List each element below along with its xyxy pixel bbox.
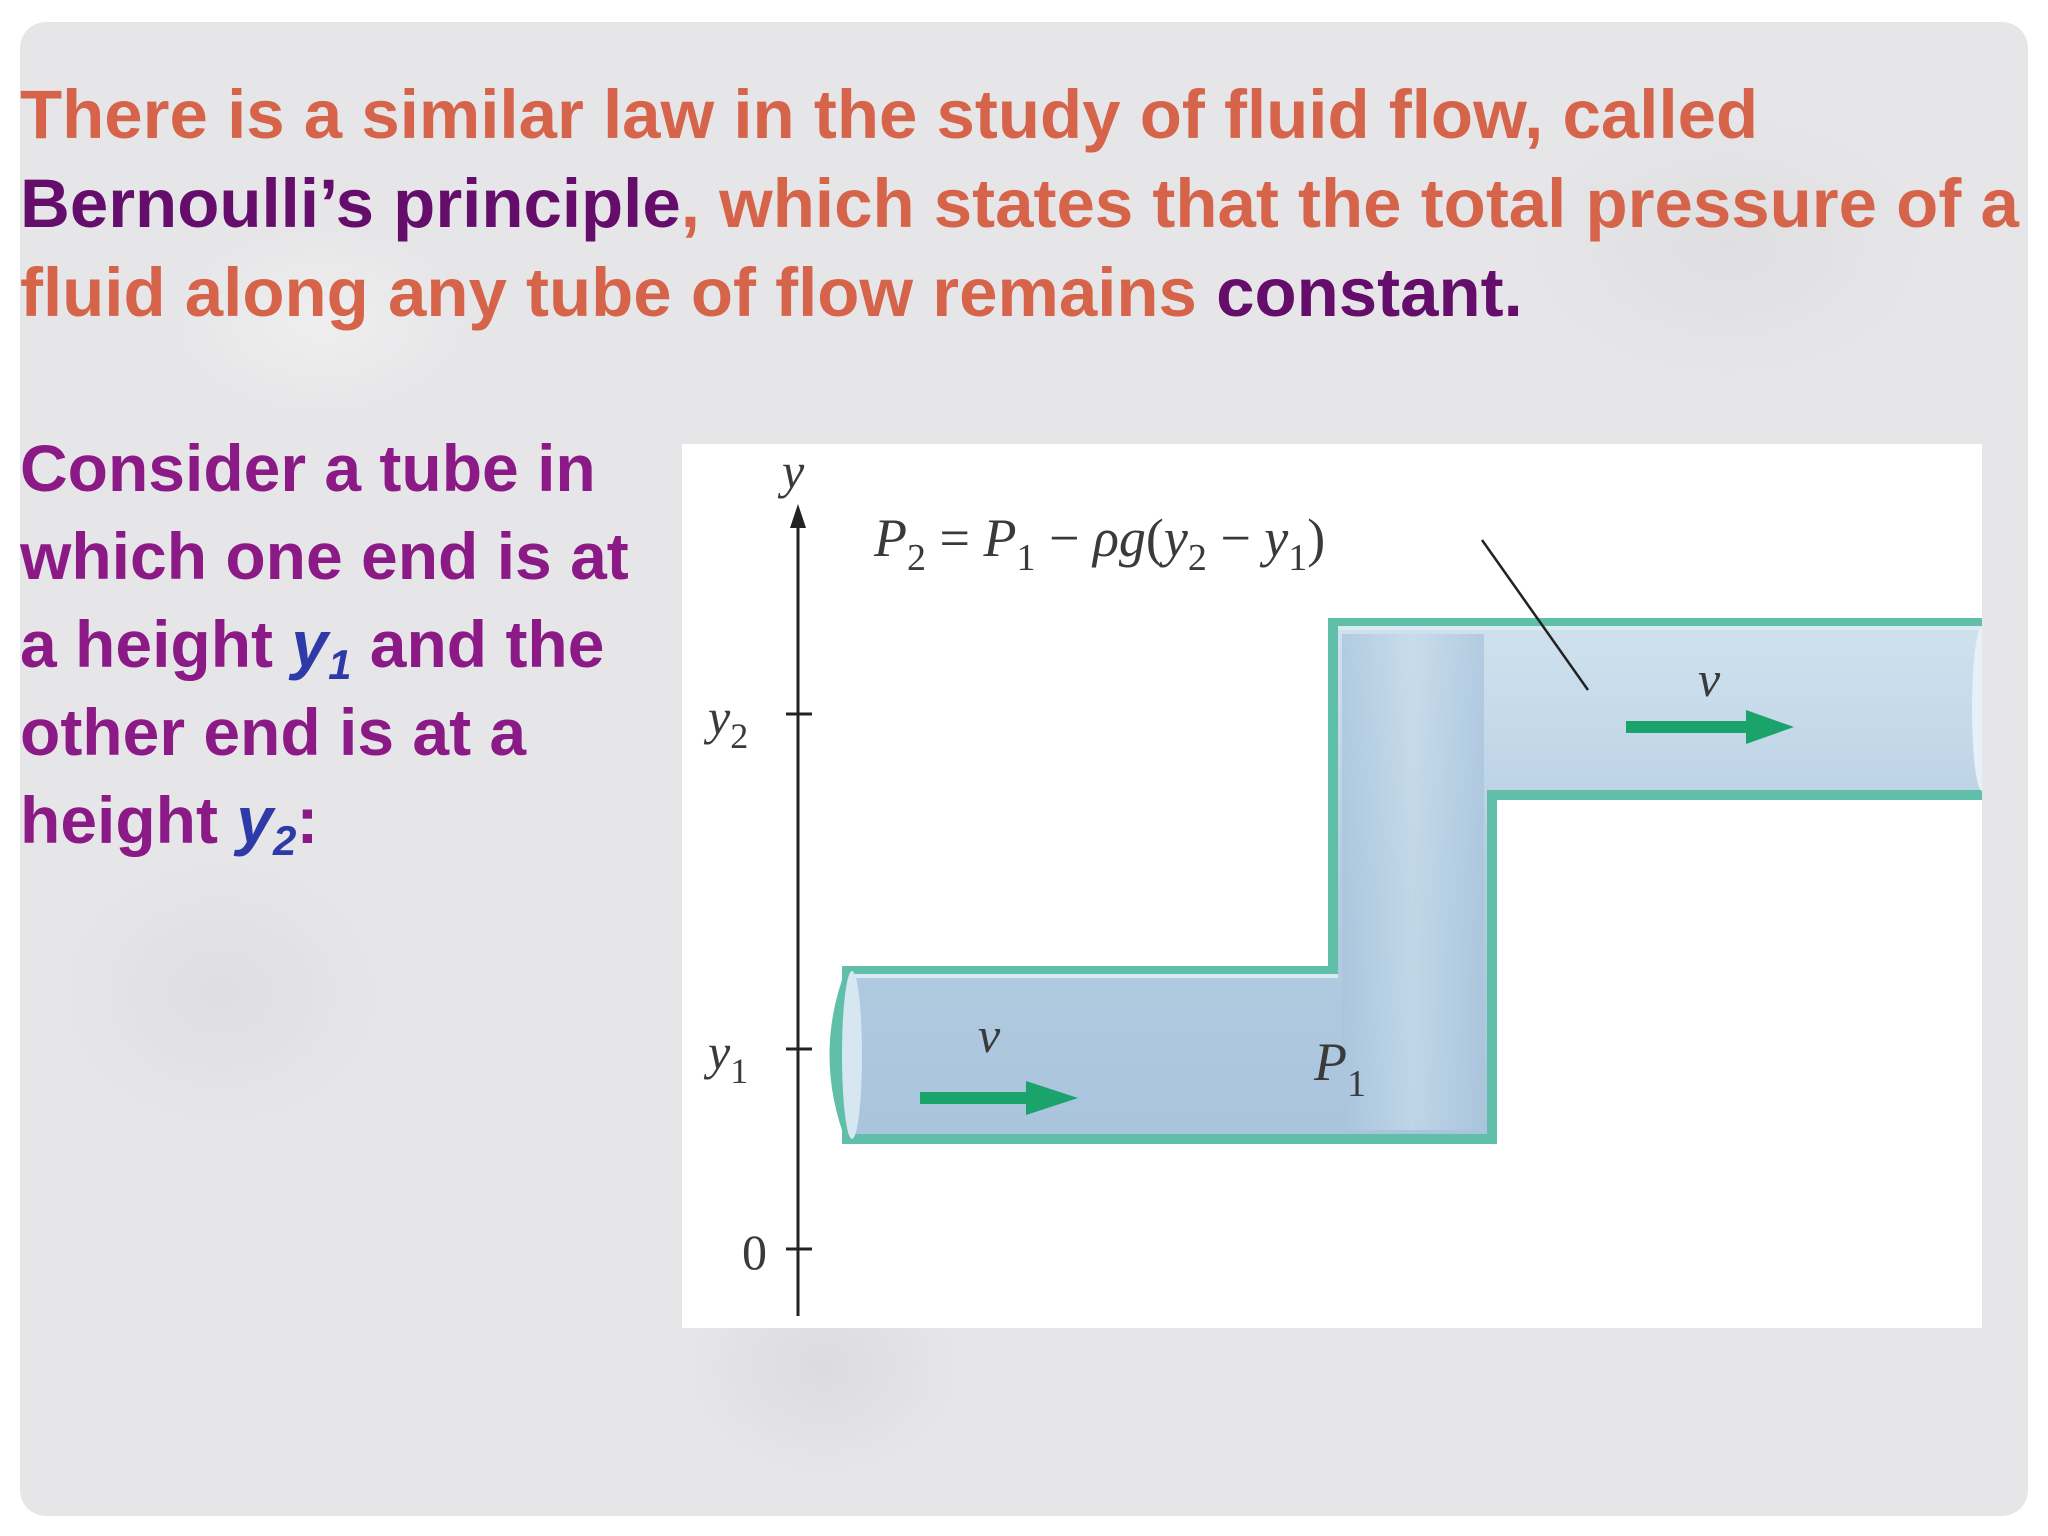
tick-label-y2: y2: [703, 689, 748, 756]
eq-y2-sub: 2: [1188, 537, 1207, 579]
eq-y1-sub: 1: [1288, 537, 1307, 579]
tick-label-y2-sub: 2: [730, 716, 748, 756]
tick-label-y1: y1: [703, 1024, 748, 1091]
intro-text-1: There is a similar law in the study of f…: [20, 76, 1759, 153]
eq-equals: =: [926, 508, 983, 568]
tick-label-y1-var: y: [703, 1024, 731, 1080]
constant-emphasis: constant.: [1216, 254, 1523, 331]
equation-leader-line: [1480, 539, 1590, 691]
velocity-label-lower: v: [978, 1007, 1001, 1063]
riser-shading: [1342, 634, 1484, 1130]
intro-paragraph: There is a similar law in the study of f…: [20, 70, 2020, 337]
tick-label-zero: 0: [742, 1224, 767, 1280]
height-y2: y2: [236, 783, 296, 862]
eq-p1-sub: 1: [1016, 537, 1035, 579]
bernoulli-tube-figure: y y2 y1 0 P2 = P1 − ρg(y2 − y1) v v P1: [682, 444, 1982, 1328]
velocity-arrow-lower-head: [1026, 1081, 1078, 1115]
eq-p2: P: [873, 508, 907, 568]
bernoulli-term: Bernoulli’s principle: [20, 165, 681, 242]
consider-text-2: and the other end is at a height: [20, 607, 605, 857]
eq-y1: y: [1259, 508, 1288, 568]
intro-text-2: , which states that the total pressure o…: [20, 165, 2019, 331]
eq-open-paren: (: [1146, 508, 1164, 568]
bernoulli-equation: P2 = P1 − ρg(y2 − y1): [873, 508, 1325, 579]
height-y1-var: y: [291, 607, 329, 681]
consider-text-1: Consider a tube in which one end is at a…: [20, 431, 629, 681]
left-opening-face: [842, 971, 862, 1139]
height-y2-var: y: [236, 783, 274, 857]
consider-paragraph: Consider a tube in which one end is at a…: [20, 424, 680, 864]
y-axis-label: y: [777, 444, 805, 499]
velocity-arrow-upper-head: [1746, 710, 1794, 744]
pressure-label-p1: P1: [1313, 1032, 1366, 1105]
tube-diagram: y y2 y1 0 P2 = P1 − ρg(y2 − y1) v v P1: [703, 444, 1982, 1316]
height-y1: y1: [291, 607, 351, 686]
tick-label-y2-var: y: [703, 689, 731, 745]
velocity-label-upper: v: [1698, 651, 1721, 707]
eq-p1: P: [982, 508, 1016, 568]
y-axis-arrowhead: [790, 504, 806, 528]
height-y1-sub: 1: [328, 641, 352, 688]
tick-label-y1-sub: 1: [730, 1051, 748, 1091]
eq-minus: −: [1035, 508, 1092, 568]
eq-rho-g: ρg: [1091, 508, 1146, 568]
pressure-label-p1-var: P: [1313, 1032, 1347, 1092]
eq-p2-sub: 2: [907, 537, 926, 579]
eq-y2: y: [1159, 508, 1188, 568]
pressure-label-p1-sub: 1: [1347, 1063, 1366, 1105]
left-tube-opening: [829, 966, 857, 1144]
right-opening-face: [1972, 627, 1982, 791]
eq-close-paren: ): [1307, 508, 1325, 568]
eq-minus-2: −: [1207, 508, 1264, 568]
slide: There is a similar law in the study of f…: [20, 22, 2028, 1516]
consider-colon: :: [296, 783, 319, 857]
height-y2-sub: 2: [273, 817, 297, 864]
